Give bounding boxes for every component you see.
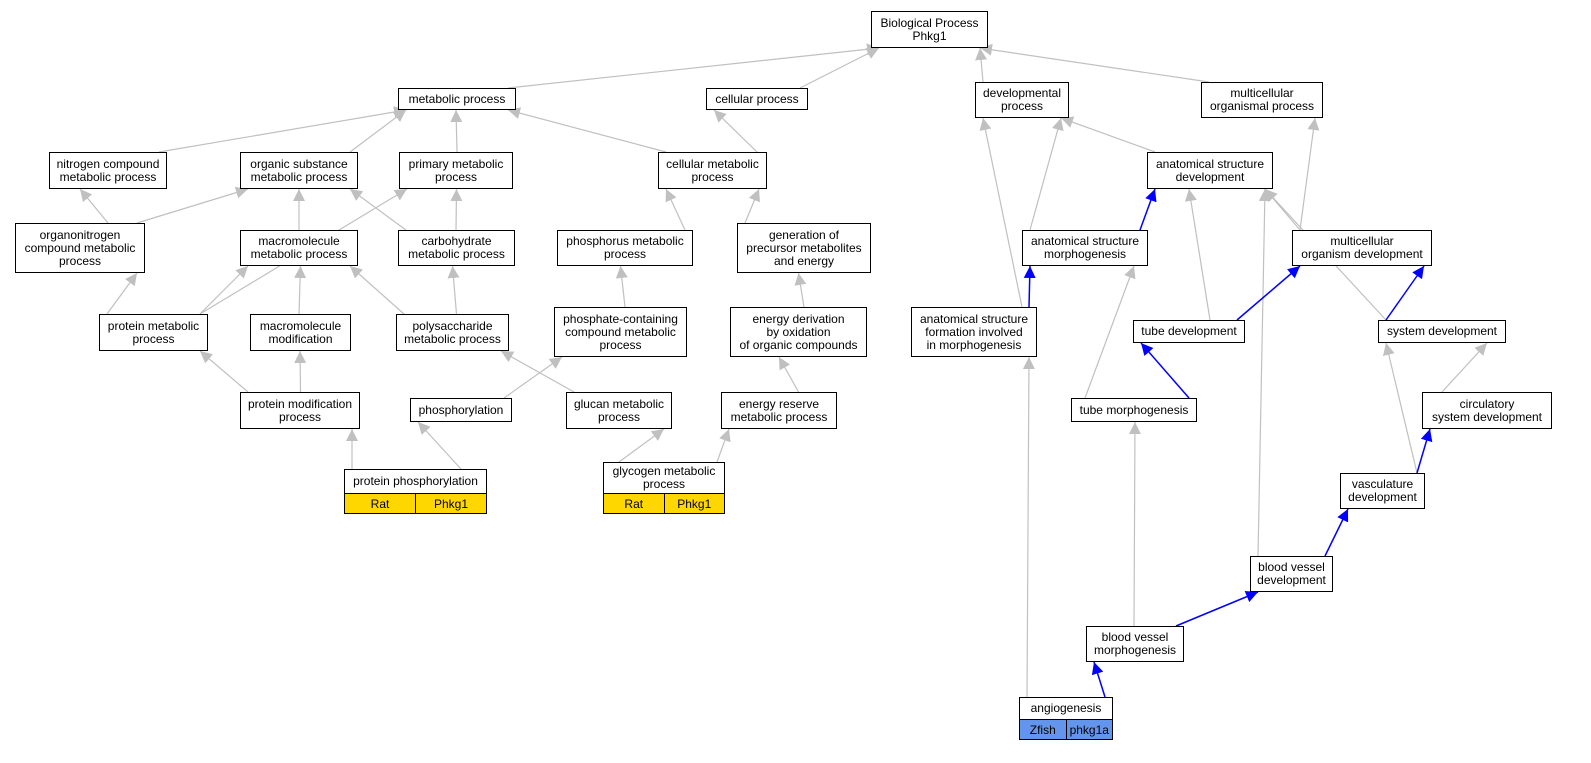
go-term-protphos[interactable]: protein phosphorylation <box>344 469 487 493</box>
edge-glycogen-to-energyres <box>716 428 731 463</box>
edge-protmet-to-macromet <box>199 265 249 315</box>
edge-tubemorph-to-anatmorph <box>1084 265 1136 399</box>
edge-energyres-to-energyox <box>778 356 800 393</box>
go-term-glycogen[interactable]: glycogen metabolic process <box>603 462 725 493</box>
go-term-anatdev[interactable]: anatomical structure development <box>1147 152 1273 189</box>
species-tag: Rat <box>370 496 390 511</box>
edge-nitrogen-to-metabolic <box>158 106 407 153</box>
edge-tubedev-to-anatdev <box>1184 188 1211 321</box>
go-term-cellmet[interactable]: cellular metabolic process <box>658 152 767 189</box>
edge-organonit-to-organic <box>136 186 249 224</box>
go-term-vasc[interactable]: vasculature development <box>1340 473 1425 509</box>
go-term-angio[interactable]: angiogenesis <box>1019 697 1113 719</box>
edge-vasc-to-sysdev <box>1382 342 1418 474</box>
edge-angio-to-bvmorph <box>1091 661 1106 698</box>
edge-circ-to-sysdev <box>1441 342 1488 393</box>
edge-metabolic-to-bp <box>507 43 880 89</box>
gene-tag: Phkg1 <box>415 494 486 513</box>
edge-cellmet-to-cellular <box>713 109 758 153</box>
edge-bvdev-to-vasc <box>1324 508 1349 557</box>
edge-macromod-to-macromet <box>294 265 307 315</box>
go-term-phosphorylation[interactable]: phosphorylation <box>410 398 512 422</box>
go-term-phosmet[interactable]: phosphorus metabolic process <box>557 230 693 266</box>
go-term-bvdev[interactable]: blood vessel development <box>1250 556 1333 592</box>
go-term-polysac[interactable]: polysaccharide metabolic process <box>396 314 509 351</box>
gene-tag: Phkg1 <box>663 494 725 513</box>
go-term-precursor[interactable]: generation of precursor metabolites and … <box>737 223 871 273</box>
go-term-phoscont[interactable]: phosphate-containing compound metabolic … <box>554 307 687 357</box>
species-tag: Rat <box>624 496 644 511</box>
edge-vasc-to-circ <box>1416 428 1433 474</box>
go-term-protmet[interactable]: protein metabolic process <box>99 314 208 351</box>
go-term-nitrogen[interactable]: nitrogen compound metabolic process <box>49 152 167 189</box>
annotation-row-angio: Zfish phkg1a <box>1019 719 1113 740</box>
go-term-primary[interactable]: primary metabolic process <box>399 152 513 189</box>
edge-protphos-to-phosphorylation <box>417 421 462 470</box>
go-term-multidev[interactable]: multicellular organism development <box>1292 230 1432 266</box>
edge-anatmorph-to-devproc <box>1029 117 1064 231</box>
go-term-energyres[interactable]: energy reserve metabolic process <box>721 392 837 429</box>
go-term-sysdev[interactable]: system development <box>1378 320 1506 343</box>
edge-bvmorph-to-tubemorph <box>1128 421 1141 627</box>
go-term-devproc[interactable]: developmental process <box>975 82 1069 118</box>
edge-carbo-to-organic <box>349 188 407 231</box>
edge-polysac-to-macromet <box>349 265 405 315</box>
go-term-organic[interactable]: organic substance metabolic process <box>240 152 358 189</box>
edge-protmet-to-organonit <box>106 272 138 315</box>
go-term-macromet[interactable]: macromolecule metabolic process <box>240 230 358 266</box>
go-term-anatmorph[interactable]: anatomical structure morphogenesis <box>1022 230 1148 266</box>
edge-glycogen-to-glucan <box>618 428 665 463</box>
edge-glucan-to-polysac <box>500 350 575 393</box>
go-term-tubemorph[interactable]: tube morphogenesis <box>1071 398 1197 422</box>
edge-bvdev-to-anatdev <box>1257 188 1271 557</box>
go-term-tubedev[interactable]: tube development <box>1133 320 1245 343</box>
edge-phoscont-to-phosmet <box>615 265 628 308</box>
edge-devproc-to-bp <box>975 47 988 83</box>
edge-bvmorph-to-bvdev <box>1175 591 1259 627</box>
edge-organic-to-metabolic <box>349 109 407 153</box>
go-term-carbo[interactable]: carbohydrate metabolic process <box>398 230 515 266</box>
go-term-glucan[interactable]: glucan metabolic process <box>566 392 672 429</box>
edge-angio-to-anatform <box>1022 356 1035 698</box>
edge-cellular-to-bp <box>799 47 880 89</box>
gene-tag: phkg1a <box>1065 720 1113 739</box>
edge-multiproc-to-bp <box>979 43 1210 83</box>
edge-cellmet-to-metabolic <box>507 107 667 153</box>
go-term-multiproc[interactable]: multicellular organismal process <box>1201 82 1323 118</box>
go-term-anatform[interactable]: anatomical structure formation involved … <box>911 307 1037 357</box>
go-term-energyox[interactable]: energy derivation by oxidation of organi… <box>730 307 867 357</box>
go-term-bvmorph[interactable]: blood vessel morphogenesis <box>1086 626 1184 662</box>
edge-carbo-to-primary <box>450 188 463 231</box>
go-term-bp[interactable]: Biological Process Phkg1 <box>871 11 988 48</box>
edge-anatform-to-anatmorph <box>1023 265 1036 308</box>
edge-tubedev-to-multidev <box>1236 265 1301 321</box>
edge-organonit-to-nitrogen <box>79 188 109 224</box>
go-term-metabolic[interactable]: metabolic process <box>398 88 516 110</box>
edge-anatform-to-devproc <box>979 117 1023 308</box>
edge-tubemorph-to-tubedev <box>1140 342 1190 399</box>
edge-anatmorph-to-anatdev <box>1139 188 1157 231</box>
edge-energyox-to-precursor <box>794 272 807 308</box>
edge-phosmet-to-cellmet <box>665 188 686 231</box>
go-term-macromod[interactable]: macromolecule modification <box>250 314 351 351</box>
go-term-cellular[interactable]: cellular process <box>706 88 808 110</box>
go-term-protmod[interactable]: protein modification process <box>240 392 360 429</box>
annotation-row-protphos: Rat Phkg1 <box>344 493 487 514</box>
go-term-circ[interactable]: circulatory system development <box>1422 392 1552 429</box>
edge-phosphorylation-to-phoscont <box>503 356 563 399</box>
edge-anatdev-to-devproc <box>1060 116 1156 153</box>
edge-primary-to-metabolic <box>450 109 463 153</box>
edge-multidev-to-multiproc <box>1299 117 1320 231</box>
edge-protmod-to-protmet <box>199 350 249 393</box>
go-term-organonit[interactable]: organonitrogen compound metabolic proces… <box>15 223 145 273</box>
annotation-row-glycogen: Rat Phkg1 <box>603 493 725 514</box>
edge-protmod-to-macromod <box>294 350 307 393</box>
species-tag: Zfish <box>1029 722 1056 737</box>
edge-precursor-to-cellmet <box>744 188 760 224</box>
edge-sysdev-to-multidev <box>1385 265 1425 321</box>
edge-polysac-to-carbo <box>447 265 460 315</box>
